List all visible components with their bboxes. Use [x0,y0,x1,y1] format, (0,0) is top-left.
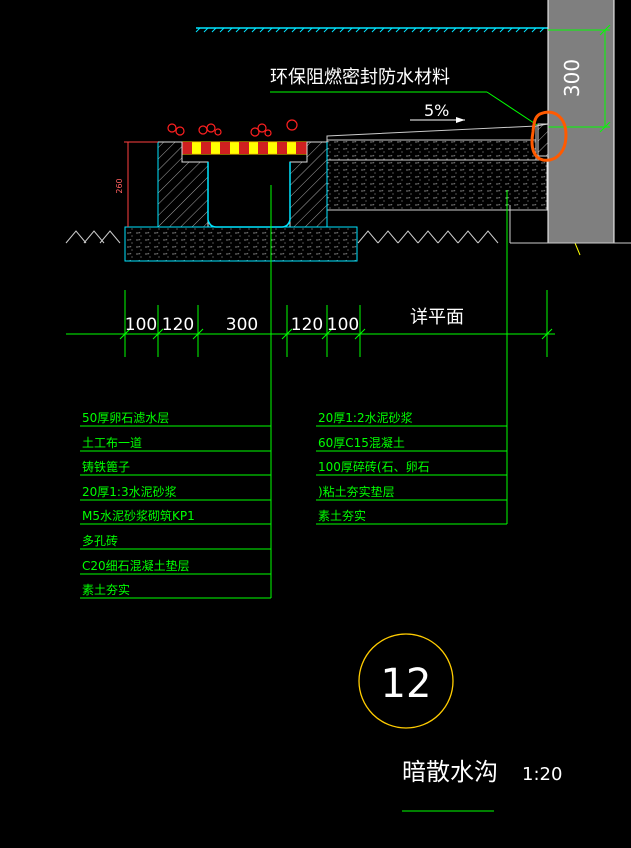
detail-number: 12 [381,661,432,707]
right-layer-5: 素土夯实 [318,508,366,523]
right-layer-labels: 20厚1:2水泥砂浆 60厚C15混凝土 100厚碎砖(石、卵石 )粘土夯实垫层… [318,410,430,523]
height-dim-text: 260 [115,178,124,193]
left-layer-6: 多孔砖 [82,533,118,548]
left-layer-4: 20厚1:3水泥砂浆 [82,484,177,499]
dim-2: 120 [162,315,194,335]
cast-iron-grate [181,141,308,155]
gravel-layer [167,119,298,137]
dim-5: 100 [327,315,359,335]
plan-label: 详平面 [410,307,464,328]
building-wall [547,0,615,256]
paving-layers [326,123,549,211]
wall-dim-text: 300 [560,59,584,97]
drawing-title-block: 暗散水沟 1:20 [402,758,562,812]
drawing-title: 暗散水沟 [402,758,498,786]
slope-text: 5% [424,101,449,120]
earth-hatching [65,205,631,244]
left-layer-8: 素土夯实 [82,582,130,597]
top-ground-line [195,27,548,33]
channel-height-dimension: 260 [115,141,158,227]
right-layer-3: 100厚碎砖(石、卵石 [318,459,430,474]
left-layer-7: C20细石混凝土垫层 [82,558,190,573]
dim-1: 100 [125,315,157,335]
left-layer-3: 铸铁篦子 [82,459,130,474]
dim-4: 120 [291,315,323,335]
right-layer-2: 60厚C15混凝土 [318,435,405,450]
layer-leader-lines [80,185,508,599]
right-layer-1: 20厚1:2水泥砂浆 [318,410,413,425]
drawing-scale: 1:20 [522,764,562,785]
left-layer-1: 50厚卵石滤水层 [82,411,169,425]
left-layer-5: M5水泥砂浆砌筑KP1 [82,508,195,523]
channel-section [157,141,328,228]
dim-3: 300 [226,315,258,335]
right-layer-4: )粘土夯实垫层 [318,484,395,499]
detail-number-badge: 12 [358,633,454,729]
sealant-callout: 环保阻燃密封防水材料 5% [270,67,538,126]
left-layer-2: 土工布一道 [82,436,142,450]
width-dimension-row: 100 120 300 120 100 详平面 [66,290,555,357]
highlight-circle [530,110,568,162]
sealant-callout-text: 环保阻燃密封防水材料 [270,67,450,88]
sealant-detail [530,110,568,162]
concrete-base [124,226,358,262]
left-layer-labels: 50厚卵石滤水层 土工布一道 铸铁篦子 20厚1:3水泥砂浆 M5水泥砂浆砌筑K… [82,411,195,597]
wall-height-dimension: 300 [548,24,611,133]
